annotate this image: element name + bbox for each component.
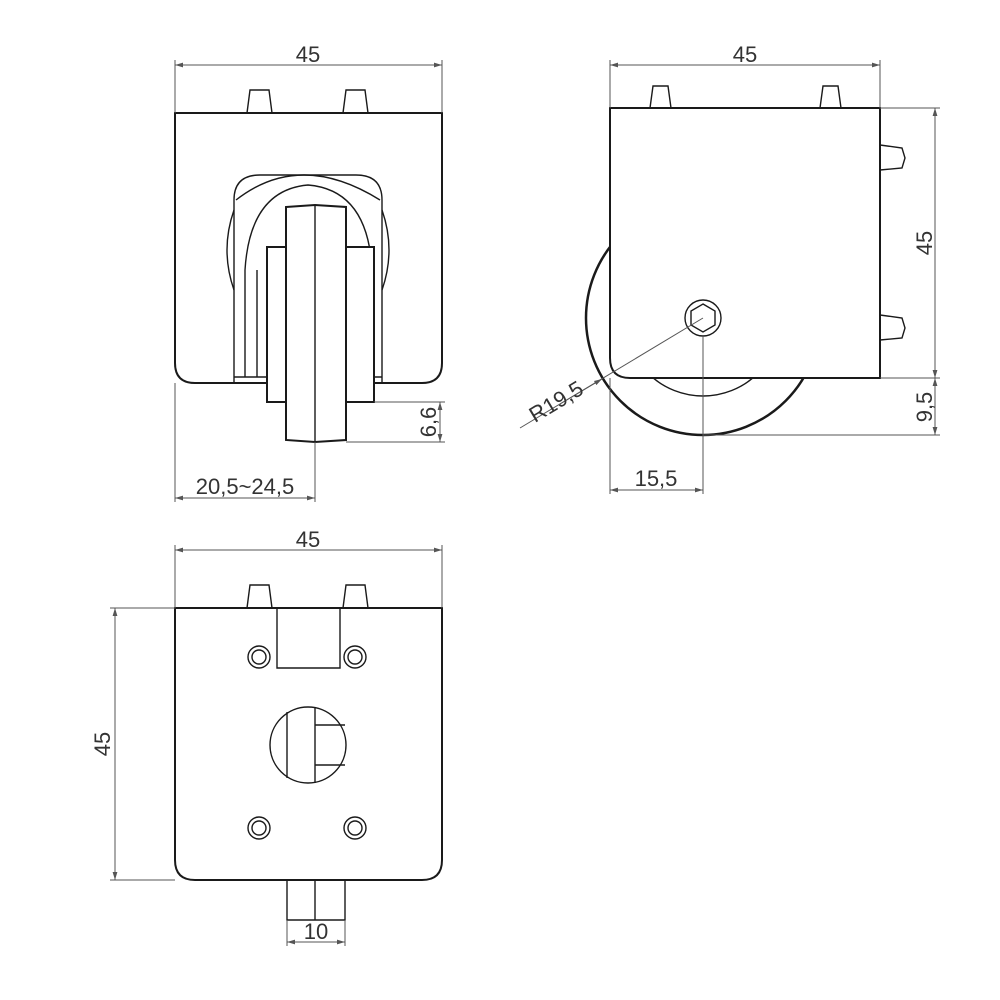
wheel-opening xyxy=(269,706,347,784)
front-width-dim: 45 xyxy=(296,42,320,67)
bottom-height-dim: 45 xyxy=(90,732,115,756)
bracket xyxy=(233,174,383,384)
front-view: 45 6,6 20,5~24,5 xyxy=(174,42,445,502)
bottom-view: 45 45 10 xyxy=(90,527,443,946)
bottom-tab xyxy=(286,880,346,921)
radius-dim: R19,5 xyxy=(525,376,588,428)
side-width-dim: 45 xyxy=(733,42,757,67)
bottom-width-dim: 45 xyxy=(296,527,320,552)
slot xyxy=(276,608,341,669)
front-range-dim: 20,5~24,5 xyxy=(196,474,294,499)
side-view: 45 45 9,5 R19,5 15,5 xyxy=(519,42,940,494)
tab-width-dim: 10 xyxy=(304,919,328,944)
mounting-pins xyxy=(246,89,369,114)
housing xyxy=(174,112,443,384)
wheel xyxy=(285,203,347,444)
hex-socket-icon xyxy=(690,303,716,333)
mounting-pins xyxy=(246,584,369,609)
front-drop-dim: 6,6 xyxy=(416,407,441,438)
axle-offset-dim: 15,5 xyxy=(635,466,678,491)
housing xyxy=(609,107,881,379)
top-pins xyxy=(649,85,842,109)
housing xyxy=(174,607,443,881)
mounting-holes xyxy=(247,645,367,840)
side-pins xyxy=(879,144,906,341)
side-height-dim: 45 xyxy=(912,231,937,255)
side-drop-dim: 9,5 xyxy=(912,392,937,423)
